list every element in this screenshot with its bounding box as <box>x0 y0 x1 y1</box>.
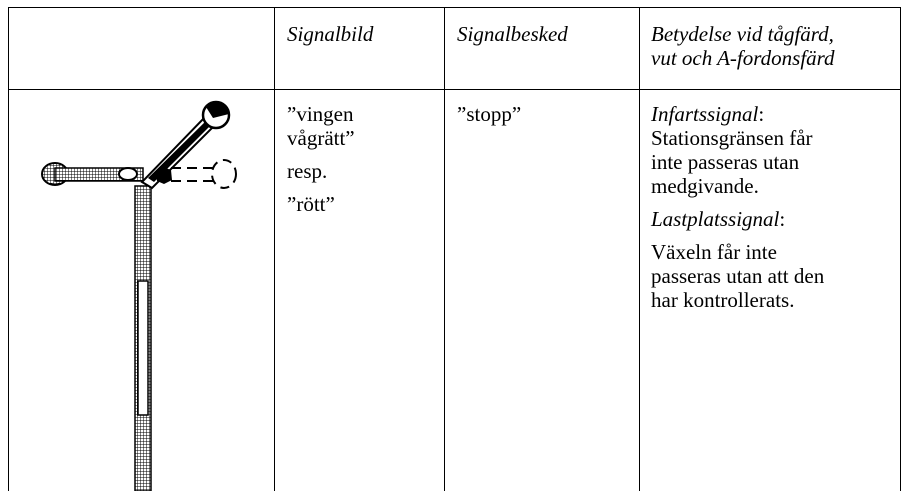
upper-arm-fill <box>148 117 215 182</box>
table-top-border <box>8 7 901 8</box>
col-divider-3 <box>639 7 640 491</box>
right-arm-knob <box>156 167 172 184</box>
table-left-border <box>8 7 9 491</box>
pivot <box>118 167 138 181</box>
signal-meaning: Infartssignal: Stationsgränsen får inte … <box>651 102 825 312</box>
right-arm-disc <box>211 159 237 189</box>
upper-arm-disc-black <box>206 102 229 118</box>
signal-message: ”stopp” <box>457 102 522 126</box>
mast-window <box>137 280 149 416</box>
header-signalbild: Signalbild <box>287 22 374 46</box>
term-infartssignal: Infartssignal <box>651 102 759 126</box>
semaphore-signal-drawing <box>41 100 237 491</box>
header-bottom-border <box>8 89 901 90</box>
header-signalbesked: Signalbesked <box>457 22 568 46</box>
table-right-border <box>900 7 901 491</box>
col-divider-1 <box>274 7 275 491</box>
signal-image-text: ”vingen vågrätt” resp. ”rött” <box>287 102 355 216</box>
header-betydelse: Betydelse vid tågfärd, vut och A-fordons… <box>651 22 835 70</box>
col-divider-2 <box>444 7 445 491</box>
term-lastplatssignal: Lastplatssignal <box>651 207 780 231</box>
signal-table: Signalbild Signalbesked Betydelse vid tå… <box>8 7 901 491</box>
